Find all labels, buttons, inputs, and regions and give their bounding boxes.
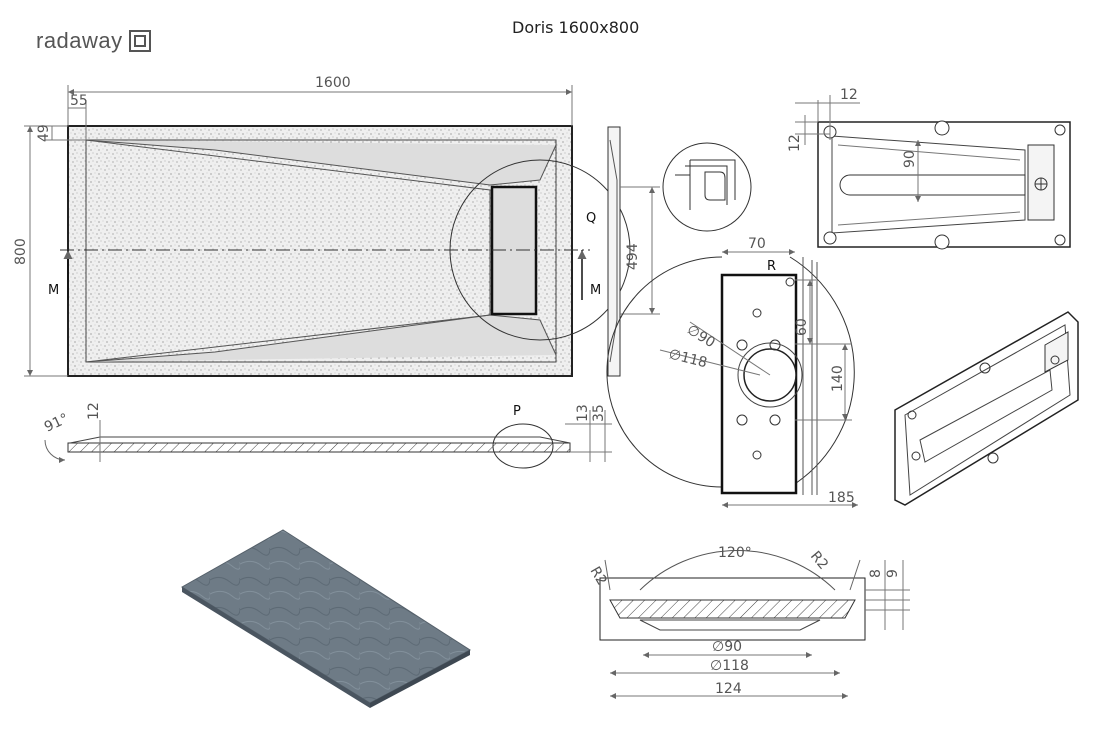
isometric-view bbox=[894, 311, 1079, 506]
slate-render bbox=[181, 529, 471, 708]
dim-drain-width: 70 bbox=[748, 236, 766, 252]
dim-corner-y: 12 bbox=[787, 134, 803, 152]
dim-section-angle: 120° bbox=[718, 545, 752, 561]
dim-depth: 494 bbox=[625, 243, 641, 270]
drawing-title: Doris 1600x800 bbox=[512, 18, 640, 37]
dim-inner-dia: ∅90 bbox=[684, 322, 718, 351]
corner-view bbox=[795, 95, 1071, 250]
dim-thickness: 12 bbox=[86, 402, 102, 420]
dim-hole-spacing: 60 bbox=[794, 318, 810, 336]
dim-corner-x: 12 bbox=[840, 87, 858, 103]
section-label-right: M bbox=[590, 283, 601, 298]
dim-offset-x: 55 bbox=[70, 93, 88, 109]
section-label-left: M bbox=[48, 283, 59, 298]
top-view bbox=[24, 85, 631, 377]
dim-slot-depth: 90 bbox=[902, 150, 918, 168]
dim-depth-a: 8 bbox=[868, 569, 884, 578]
dim-height-a: 13 bbox=[575, 404, 591, 422]
dim-width: 1600 bbox=[315, 75, 351, 91]
dim-height: 800 bbox=[13, 238, 29, 265]
dim-offset-y: 49 bbox=[36, 124, 52, 142]
dim-section-outer-dia: ∅118 bbox=[710, 658, 749, 674]
dim-angle: 91° bbox=[42, 411, 71, 436]
logo-square-icon bbox=[128, 30, 151, 52]
dim-radius-right: R2 bbox=[807, 548, 831, 573]
section-view bbox=[44, 410, 612, 469]
brand-logo: radaway bbox=[36, 28, 151, 54]
dim-outer-dia: ∅118 bbox=[667, 346, 709, 371]
dim-height-b: 35 bbox=[591, 404, 607, 422]
side-view bbox=[607, 126, 660, 377]
dim-drain-length: 185 bbox=[828, 490, 855, 506]
drain-section bbox=[599, 549, 910, 699]
dim-section-width: 124 bbox=[715, 681, 742, 697]
brand-name: radaway bbox=[36, 28, 123, 53]
corner-label-r: R bbox=[767, 259, 776, 274]
dim-depth-b: 9 bbox=[885, 569, 901, 578]
corner-detail bbox=[662, 142, 752, 232]
dim-section-inner-dia: ∅90 bbox=[712, 639, 742, 655]
detail-label-q: Q bbox=[586, 211, 596, 226]
detail-label-p: P bbox=[513, 404, 521, 419]
dim-hole-span: 140 bbox=[830, 365, 846, 392]
drain-detail bbox=[606, 249, 858, 508]
